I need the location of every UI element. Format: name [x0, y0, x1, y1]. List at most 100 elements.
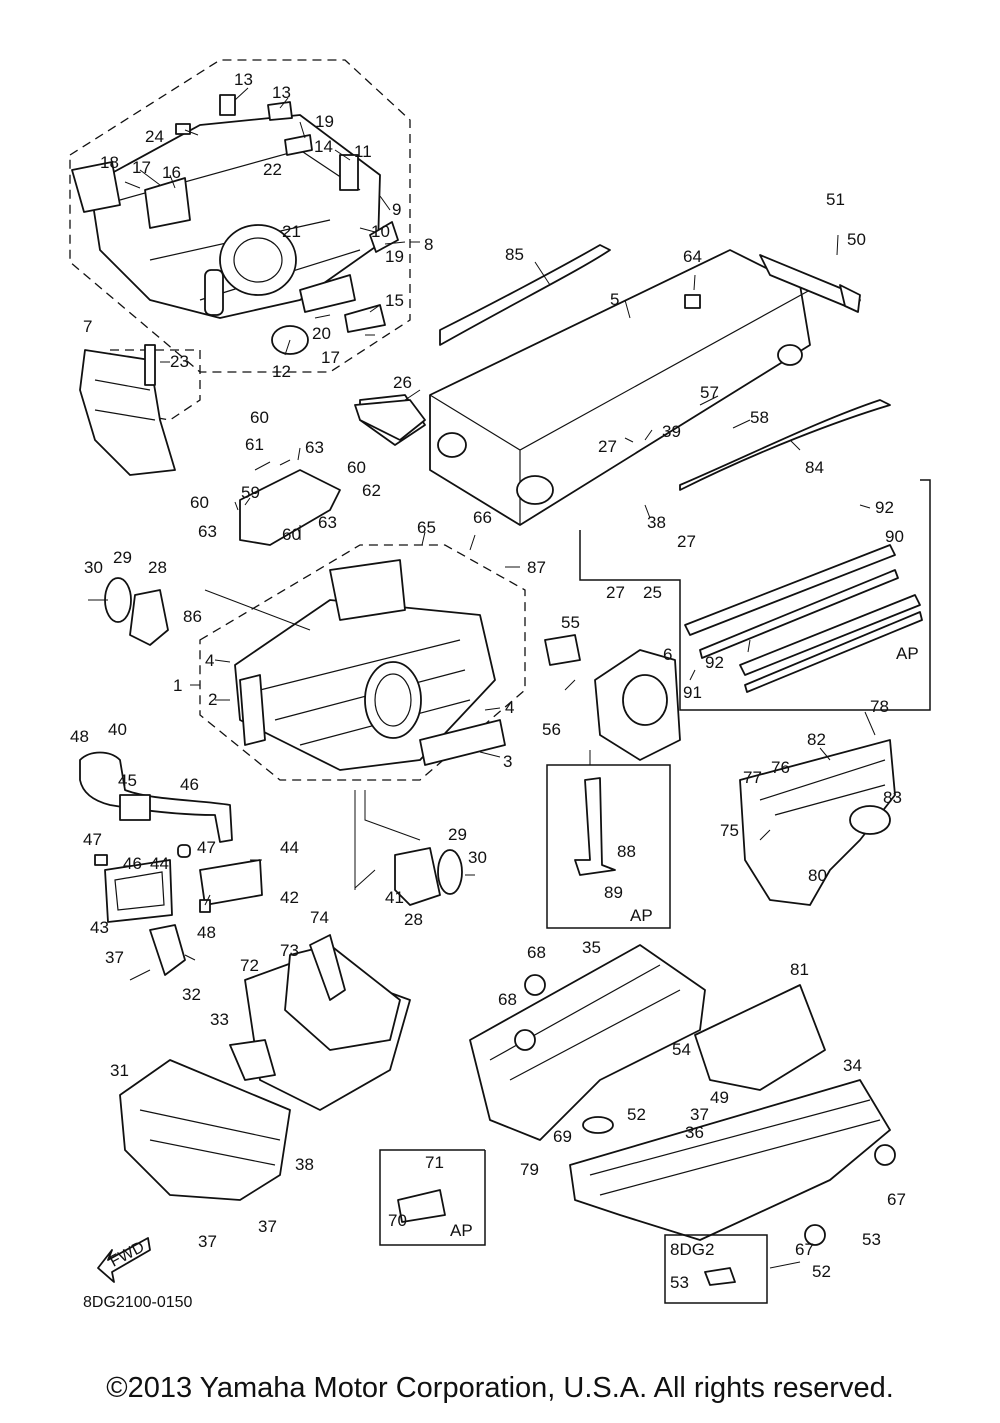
callout-91: 91 [683, 683, 702, 702]
callout-39: 39 [662, 422, 681, 441]
callout-67a: 67 [887, 1190, 906, 1209]
callout-87: 87 [527, 558, 546, 577]
callout-17b: 17 [321, 348, 340, 367]
callout-26: 26 [393, 373, 412, 392]
callout-5: 5 [610, 290, 619, 309]
callout-92a: 92 [875, 498, 894, 517]
copyright-notice: ©2013 Yamaha Motor Corporation, U.S.A. A… [106, 1372, 894, 1404]
callout-46b: 46 [123, 854, 142, 873]
ap-label-rails: AP [896, 644, 919, 663]
callout-33: 33 [210, 1010, 229, 1029]
callout-34: 34 [843, 1056, 862, 1075]
callout-56: 56 [542, 720, 561, 739]
callout-53a: 53 [862, 1230, 881, 1249]
callout-40: 40 [108, 720, 127, 739]
callout-66: 66 [473, 508, 492, 527]
callout-72: 72 [240, 956, 259, 975]
callout-4b: 4 [505, 698, 514, 717]
callout-4a: 4 [205, 651, 214, 670]
callout-63b: 63 [318, 513, 337, 532]
callout-1: 1 [173, 676, 182, 695]
callout-37a: 37 [105, 948, 124, 967]
8dg2-box [664, 1234, 801, 1304]
ap-label-support: AP [630, 906, 653, 925]
tunnel-group [359, 234, 891, 526]
callout-20: 20 [312, 324, 331, 343]
callout-83: 83 [883, 788, 902, 807]
callout-44b: 44 [150, 854, 169, 873]
callout-80: 80 [808, 866, 827, 885]
callout-47b: 47 [197, 838, 216, 857]
bracket-7-23 [79, 344, 201, 476]
callout-28a: 28 [148, 558, 167, 577]
callout-78: 78 [870, 697, 889, 716]
callout-28b: 28 [404, 910, 423, 929]
callout-21: 21 [282, 222, 301, 241]
callout-42: 42 [280, 888, 299, 907]
callout-70: 70 [388, 1211, 407, 1230]
callout-24: 24 [145, 127, 164, 146]
boot-28-29-30-left [88, 577, 169, 646]
callout-61: 61 [245, 435, 264, 454]
callout-64: 64 [683, 247, 702, 266]
callout-27c: 27 [606, 583, 625, 602]
callout-60c: 60 [190, 493, 209, 512]
callout-36: 36 [685, 1123, 704, 1142]
callout-16: 16 [162, 163, 181, 182]
callout-57: 57 [700, 383, 719, 402]
callout-48b: 48 [197, 923, 216, 942]
callout-63c: 63 [198, 522, 217, 541]
callout-13a: 13 [234, 70, 253, 89]
callout-27b: 27 [677, 532, 696, 551]
callout-85: 85 [505, 245, 524, 264]
callout-76: 76 [771, 758, 790, 777]
callout-labels: 13 13 24 19 14 11 18 17 16 22 9 21 10 19… [70, 70, 919, 1311]
callout-25: 25 [643, 583, 662, 602]
callout-10: 10 [371, 222, 390, 241]
lower-front-72-74 [229, 934, 411, 1111]
callout-3: 3 [503, 752, 512, 771]
callout-88: 88 [617, 842, 636, 861]
callout-46a: 46 [180, 775, 199, 794]
callout-62: 62 [362, 481, 381, 500]
main-frame-group [190, 399, 526, 781]
callout-50: 50 [847, 230, 866, 249]
callout-29a: 29 [113, 548, 132, 567]
callout-14: 14 [314, 137, 333, 156]
callout-68b: 68 [498, 990, 517, 1009]
support-ap-box [546, 750, 671, 929]
callout-51: 51 [826, 190, 845, 209]
ap-70-71-box [379, 1149, 486, 1246]
callout-63a: 63 [305, 438, 324, 457]
callout-45: 45 [118, 771, 137, 790]
callout-74: 74 [310, 908, 329, 927]
variant-label: 8DG2 [670, 1240, 714, 1259]
callout-60a: 60 [250, 408, 269, 427]
callout-8: 8 [424, 235, 433, 254]
callout-27a: 27 [598, 437, 617, 456]
cover-75-83 [739, 711, 896, 906]
callout-23: 23 [170, 352, 189, 371]
callout-19a: 19 [315, 112, 334, 131]
callout-79: 79 [520, 1160, 539, 1179]
callout-30a: 30 [84, 558, 103, 577]
callout-7: 7 [83, 317, 92, 336]
callout-32: 32 [182, 985, 201, 1004]
callout-31: 31 [110, 1061, 129, 1080]
callout-77: 77 [743, 768, 762, 787]
fwd-label: FWD [107, 1239, 147, 1271]
callout-89: 89 [604, 883, 623, 902]
callout-67b: 67 [795, 1240, 814, 1259]
callout-47a: 47 [83, 830, 102, 849]
callout-65: 65 [417, 518, 436, 537]
callout-75: 75 [720, 821, 739, 840]
callout-53b: 53 [670, 1273, 689, 1292]
mount-6-55 [544, 634, 681, 761]
callout-59: 59 [241, 483, 260, 502]
callout-38b: 38 [295, 1155, 314, 1174]
bumper-40-group [79, 751, 263, 981]
boot-28-29-30-right [354, 790, 475, 906]
callout-18: 18 [100, 153, 119, 172]
callout-13b: 13 [272, 83, 291, 102]
